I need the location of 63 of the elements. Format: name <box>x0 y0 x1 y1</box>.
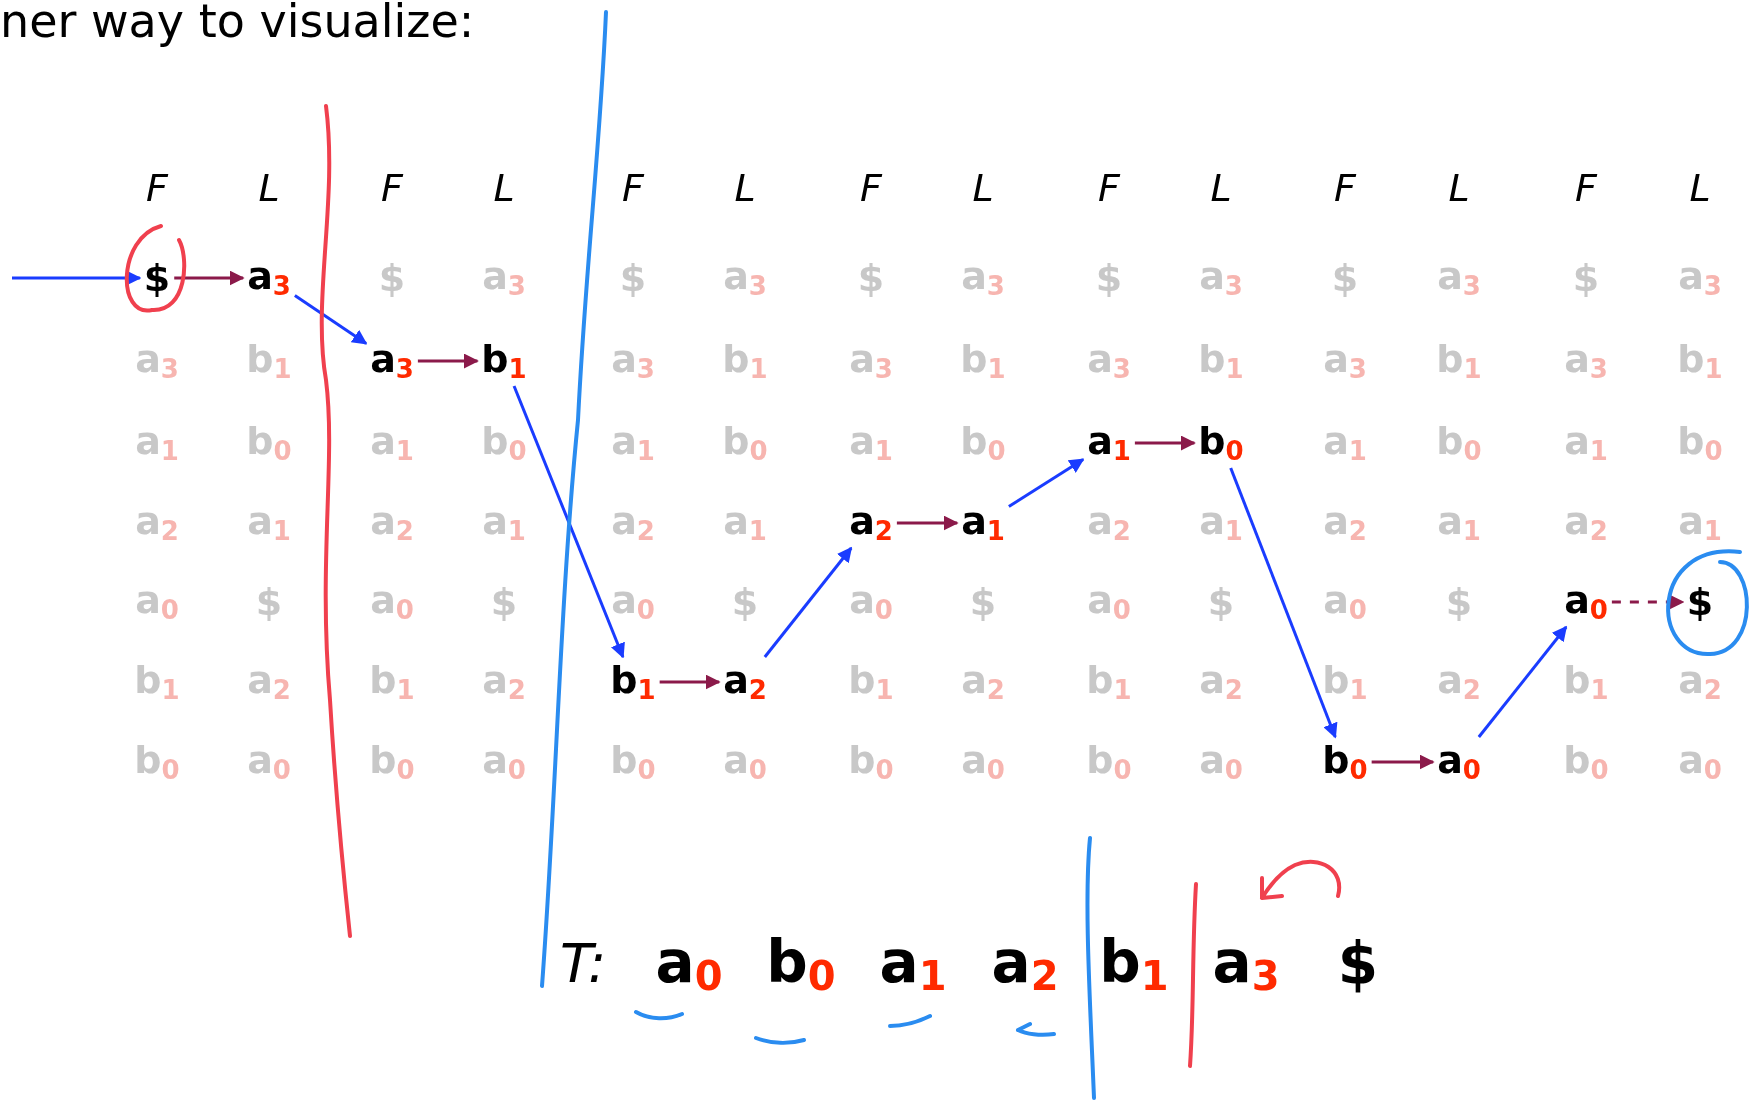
arrow <box>1134 435 1196 451</box>
column-header: L <box>1448 169 1470 207</box>
column-header: F <box>1098 169 1120 207</box>
faded-symbol: $ <box>731 583 759 621</box>
highlighted-symbol: a$_{2}$ <box>849 502 893 544</box>
text-symbol: a$_{1}$ <box>879 932 947 996</box>
faded-symbol: $ <box>969 583 997 621</box>
text-symbol: b$_{0}$ <box>766 932 836 996</box>
text-symbol: a$_{2}$ <box>991 932 1059 996</box>
text-symbol: a$_{0}$ <box>655 932 723 996</box>
arrow <box>1477 625 1568 738</box>
arrow <box>763 546 853 658</box>
faded-symbol: $ <box>1572 259 1600 297</box>
column-header: F <box>146 169 168 207</box>
highlighted-symbol: b$_{0}$ <box>1198 422 1244 464</box>
dashed-arrow <box>1611 594 1685 610</box>
highlighted-symbol: a$_{2}$ <box>723 661 767 703</box>
column-header: F <box>1334 169 1356 207</box>
arrow <box>1229 467 1338 739</box>
arrow <box>512 385 625 659</box>
column-header: F <box>860 169 882 207</box>
column-header: L <box>1210 169 1232 207</box>
arrow <box>12 270 142 286</box>
arrow <box>417 353 479 369</box>
column-header: L <box>1689 169 1711 207</box>
text-label: T: <box>559 937 607 991</box>
highlighted-symbol: $ <box>143 259 171 297</box>
highlighted-symbol: a$_{0}$ <box>1564 581 1608 623</box>
column-header: L <box>734 169 756 207</box>
column-header: F <box>622 169 644 207</box>
highlighted-symbol: b$_{0}$ <box>1322 741 1368 783</box>
text-symbol: $ <box>1337 935 1379 993</box>
faded-symbol: $ <box>619 259 647 297</box>
highlighted-symbol: a$_{0}$ <box>1437 741 1481 783</box>
arrow <box>659 674 721 690</box>
faded-symbol: $ <box>1095 259 1123 297</box>
column-header: F <box>1575 169 1597 207</box>
faded-symbol: $ <box>1331 259 1359 297</box>
arrow <box>1008 458 1085 508</box>
highlighted-symbol: a$_{3}$ <box>370 340 414 382</box>
slide-title: ner way to visualize: <box>0 0 475 48</box>
column-header: L <box>972 169 994 207</box>
faded-symbol: $ <box>1207 583 1235 621</box>
highlighted-symbol: a$_{3}$ <box>247 257 291 299</box>
arrow <box>896 515 959 531</box>
column-header: L <box>258 169 280 207</box>
highlighted-symbol: a$_{1}$ <box>1087 422 1131 464</box>
faded-symbol: $ <box>490 583 518 621</box>
column-header: F <box>381 169 403 207</box>
text-symbol: b$_{1}$ <box>1099 932 1169 996</box>
column-header: L <box>493 169 515 207</box>
arrow <box>1371 754 1435 770</box>
highlighted-symbol: a$_{1}$ <box>961 502 1005 544</box>
highlighted-symbol: b$_{1}$ <box>481 340 527 382</box>
faded-symbol: $ <box>255 583 283 621</box>
text-symbol: a$_{3}$ <box>1212 932 1280 996</box>
faded-symbol: $ <box>1445 583 1473 621</box>
arrow <box>174 270 245 286</box>
highlighted-symbol: $ <box>1686 583 1714 621</box>
faded-symbol: $ <box>857 259 885 297</box>
arrow <box>294 294 368 345</box>
faded-symbol: $ <box>378 259 406 297</box>
highlighted-symbol: b$_{1}$ <box>610 661 656 703</box>
